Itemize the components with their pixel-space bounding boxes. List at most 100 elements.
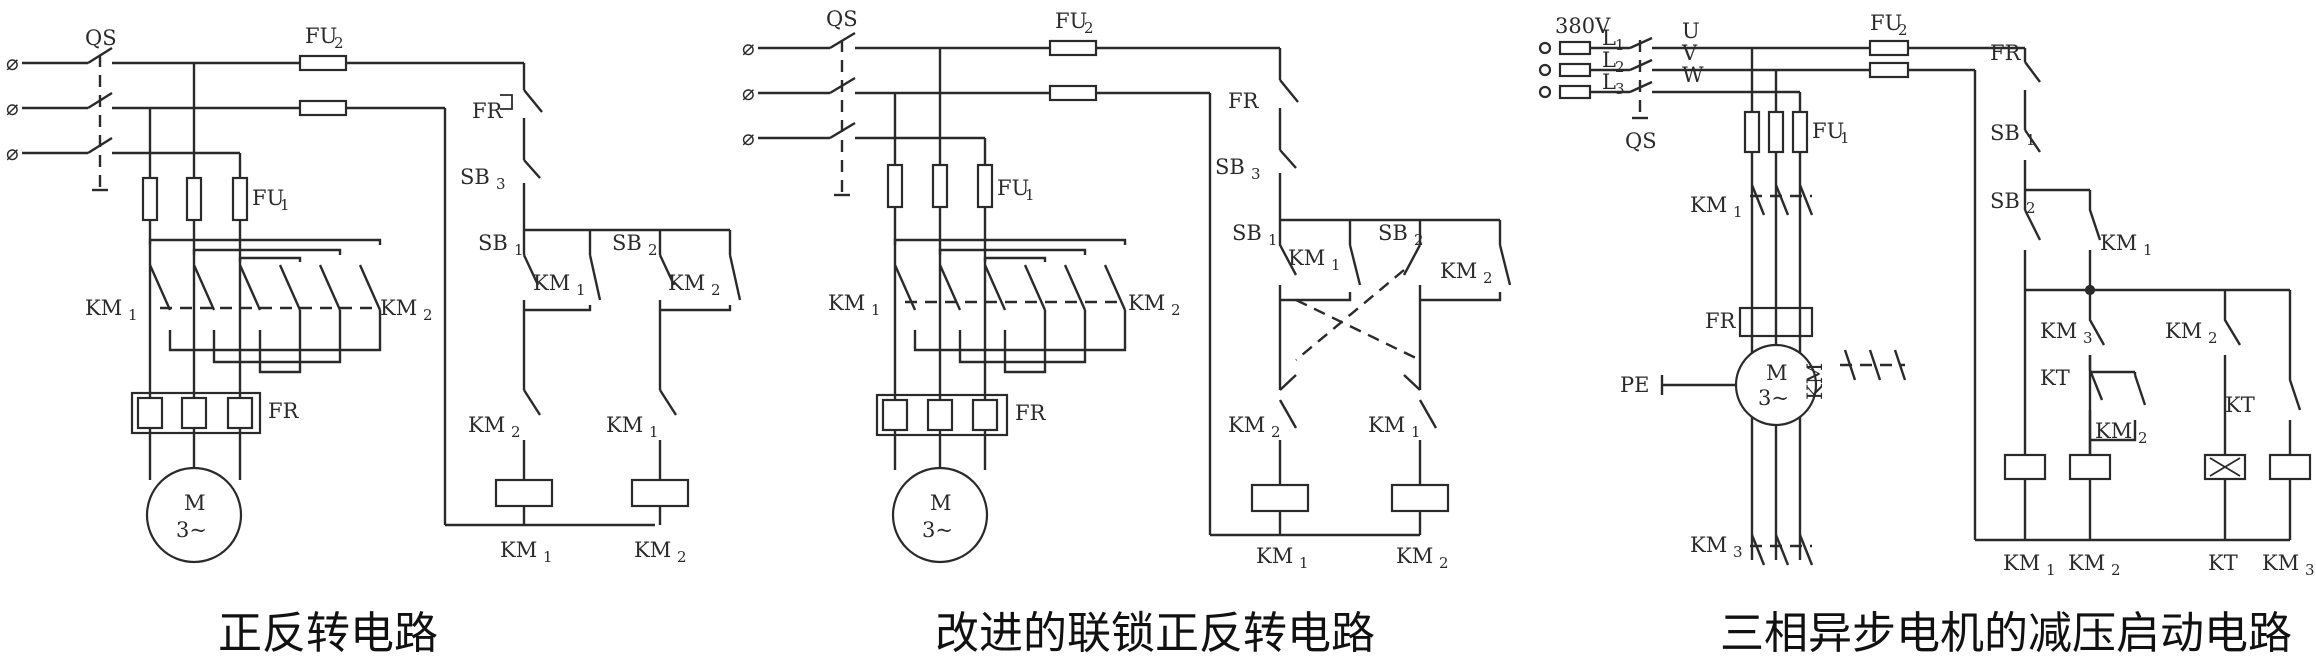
km2-coil bbox=[630, 478, 690, 508]
km1-interlock-sub: 1 bbox=[649, 423, 659, 441]
km3c-coil-sub: 3 bbox=[2305, 561, 2315, 579]
km2c-label: KM bbox=[1803, 363, 1827, 400]
fu2-fuse-top bbox=[298, 54, 348, 72]
km2b-hold-sub: 2 bbox=[1483, 269, 1493, 287]
sb2-sub: 2 bbox=[648, 241, 658, 259]
km1b-main-label: KM bbox=[828, 291, 865, 315]
fu2c-sub: 2 bbox=[1898, 21, 1908, 39]
km3c-coil bbox=[2268, 453, 2312, 481]
fu1b-fuse-3 bbox=[976, 163, 994, 209]
sb2b-label: SB bbox=[1378, 221, 1408, 245]
motor-3-phase: 3~ bbox=[1758, 386, 1789, 410]
frb-ctrl-label: FR bbox=[1228, 89, 1260, 113]
km2-main-label: KM bbox=[380, 296, 417, 320]
l2-sub: 2 bbox=[1615, 58, 1625, 76]
km2b-coil-sub: 2 bbox=[1439, 554, 1449, 572]
fu1-fuse-1 bbox=[141, 176, 159, 222]
fr-block bbox=[130, 391, 262, 435]
l3-sub: 3 bbox=[1615, 80, 1625, 98]
fu1-fuse-3 bbox=[231, 176, 249, 222]
sb2c-sub: 2 bbox=[2026, 199, 2036, 217]
km3c-main-sub: 3 bbox=[1733, 543, 1743, 561]
fu1b-sub: 1 bbox=[1025, 186, 1035, 204]
km2c-ctrl-sub: 2 bbox=[2208, 329, 2218, 347]
kt-ctrl-label: KT bbox=[2040, 366, 2070, 390]
caption-reduced-voltage-start: 三相异步电机的减压启动电路 bbox=[1720, 608, 2292, 659]
motor-2 bbox=[891, 466, 989, 564]
fu1-label-sub: 1 bbox=[280, 196, 290, 214]
sb2c-label: SB bbox=[1990, 189, 2020, 213]
kt-contact-label: KT bbox=[2225, 393, 2255, 417]
fu2c-fuse-top bbox=[1868, 39, 1910, 57]
sb3b-sub: 3 bbox=[1251, 165, 1261, 183]
caption-forward-reverse: 正反转电路 bbox=[218, 608, 438, 659]
frc-label: FR bbox=[1705, 309, 1737, 333]
fu1b-fuse-1 bbox=[886, 163, 904, 209]
fu1c-sub: 1 bbox=[1840, 129, 1850, 147]
sb1b-label: SB bbox=[1232, 221, 1262, 245]
v380-label: 380V bbox=[1555, 14, 1611, 38]
motor-2-m: M bbox=[930, 491, 952, 515]
km1c-coil-sub: 1 bbox=[2046, 561, 2056, 579]
fu1-label: FU bbox=[252, 186, 284, 210]
fu1c-fuse-3 bbox=[1791, 110, 1809, 154]
km1c-main-sub: 1 bbox=[1733, 203, 1743, 221]
diagram-reduced-voltage-start: 380V L 1 L 2 L 3 QS U V W FU 2 bbox=[1538, 11, 2315, 579]
km2b-main-label: KM bbox=[1128, 291, 1165, 315]
km1-hold-label: KM bbox=[533, 271, 570, 295]
km1-main-label: KM bbox=[85, 296, 122, 320]
km1b-main-sub: 1 bbox=[871, 301, 881, 319]
km1b-coil bbox=[1250, 483, 1310, 513]
km3c-ctrl-sub: 3 bbox=[2083, 329, 2093, 347]
fr-heater-3 bbox=[226, 396, 254, 430]
frb-heater-1 bbox=[881, 398, 909, 432]
l1-sub: 1 bbox=[1615, 36, 1625, 54]
fu1c-fuse-1 bbox=[1743, 110, 1761, 154]
km3c-ctrl-label: KM bbox=[2040, 319, 2077, 343]
km1b-hold-sub: 1 bbox=[1331, 256, 1341, 274]
l1-label: L bbox=[1602, 26, 1616, 50]
frb-heater-3 bbox=[971, 398, 999, 432]
sb3-label: SB bbox=[460, 165, 490, 189]
fu2b-fuse-bottom bbox=[1048, 84, 1098, 102]
diagram-improved-interlock: ⌀ ⌀ ⌀ QS FU 2 FU 1 bbox=[742, 7, 1512, 572]
fu1c-fuse-2 bbox=[1767, 110, 1785, 154]
sb1c-sub: 1 bbox=[2026, 131, 2036, 149]
frb-main-label: FR bbox=[1015, 401, 1047, 425]
terminal2-symbol-1: ⌀ bbox=[742, 36, 755, 60]
motor-1-m: M bbox=[184, 491, 206, 515]
qs2-label: QS bbox=[826, 7, 858, 31]
fr-heater-2 bbox=[180, 396, 208, 430]
qs-label: QS bbox=[85, 26, 117, 50]
frb-heater-2 bbox=[926, 398, 954, 432]
frb-block bbox=[875, 393, 1009, 437]
km1c-hold-sub: 1 bbox=[2143, 241, 2153, 259]
v-label: V bbox=[1681, 41, 1698, 65]
km2c-ctrl-label: KM bbox=[2165, 319, 2202, 343]
l2-label: L bbox=[1602, 48, 1616, 72]
terminal-symbol-2: ⌀ bbox=[6, 96, 19, 120]
fu2b-sub: 2 bbox=[1084, 19, 1094, 37]
km1b-interlock-sub: 1 bbox=[1411, 423, 1421, 441]
fu2b-label: FU bbox=[1055, 9, 1087, 33]
km2b-main-sub: 2 bbox=[1171, 301, 1181, 319]
km2-hold-label: KM bbox=[668, 271, 705, 295]
w-label: W bbox=[1682, 63, 1704, 87]
km1c-coil bbox=[2003, 453, 2047, 481]
kt-coil-label: KT bbox=[2208, 551, 2238, 575]
km2-coil-sub: 2 bbox=[677, 548, 687, 566]
km1-coil bbox=[494, 478, 554, 508]
km2-hold-sub: 2 bbox=[711, 281, 721, 299]
km2b-hold-label: KM bbox=[1440, 259, 1477, 283]
km2c-coil-sub: 2 bbox=[2111, 561, 2121, 579]
km1b-interlock-label: KM bbox=[1368, 413, 1405, 437]
sb2-label: SB bbox=[612, 231, 642, 255]
terminal-symbol-3: ⌀ bbox=[6, 141, 19, 165]
caption-improved-interlock: 改进的联锁正反转电路 bbox=[935, 608, 1375, 659]
terminal2-symbol-3: ⌀ bbox=[742, 126, 755, 150]
km2-interlock-sub: 2 bbox=[511, 423, 521, 441]
fu2c-fuse-bottom bbox=[1868, 61, 1910, 79]
sb1b-sub: 1 bbox=[1268, 231, 1278, 249]
km2b-coil bbox=[1390, 483, 1450, 513]
